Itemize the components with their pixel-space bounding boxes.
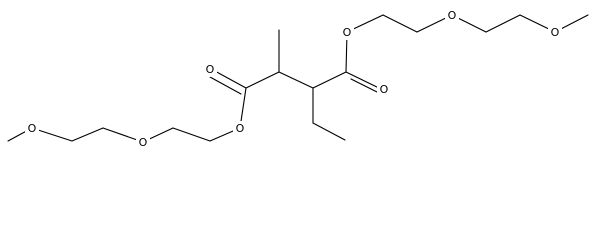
atom-oxygen: O — [445, 8, 459, 23]
bond-skeleton — [7, 14, 589, 143]
atom-oxygen: O — [203, 62, 217, 77]
atom-labels: O O O O O O O O — [25, 8, 562, 150]
atom-label: O — [206, 63, 215, 76]
bond — [278, 71, 314, 89]
atom-oxygen: O — [233, 121, 247, 136]
atom-label: O — [448, 9, 457, 22]
bond — [212, 69, 247, 89]
atom-oxygen: O — [25, 121, 39, 136]
atom-label: O — [551, 26, 560, 39]
atom-oxygen: O — [340, 25, 354, 40]
bond — [350, 78, 382, 95]
atom-oxygen: O — [548, 25, 562, 40]
bond — [345, 71, 382, 90]
bond — [209, 76, 242, 95]
atom-label: O — [380, 83, 389, 96]
atom-oxygen: O — [377, 82, 391, 97]
atom-oxygen: O — [136, 135, 150, 150]
atom-label: O — [28, 122, 37, 135]
bond — [382, 14, 418, 33]
structure-canvas: O O O O O O O O — [7, 8, 589, 150]
bond — [172, 127, 211, 142]
structural-formula: O O O O O O O O — [7, 8, 589, 150]
bond — [312, 122, 346, 141]
bond — [485, 14, 521, 33]
atom-label: O — [139, 136, 148, 149]
bond — [71, 127, 104, 142]
atom-label: O — [236, 122, 245, 135]
bond — [312, 71, 347, 89]
atom-label: O — [343, 26, 352, 39]
bond — [245, 71, 280, 89]
